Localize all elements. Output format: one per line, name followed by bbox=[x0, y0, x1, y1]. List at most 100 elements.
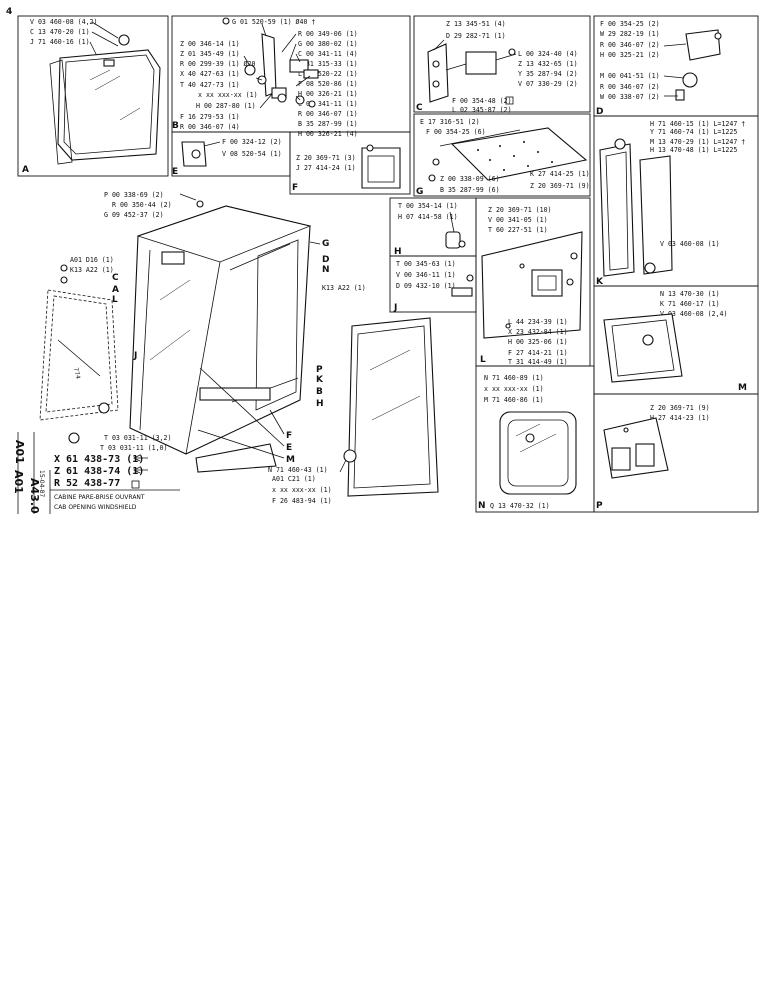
part-label: C 00 341-11 (1) bbox=[298, 100, 358, 108]
cabin-assembly: P 00 338-69 (2) R 00 350-44 (2) G 09 452… bbox=[39, 191, 439, 505]
panel-f-frame bbox=[289, 131, 411, 195]
group-letter: B bbox=[172, 121, 179, 131]
part-label: J 71 460-16 (1) bbox=[30, 38, 90, 46]
panel-c-frame bbox=[413, 15, 591, 113]
pocket-tray-icon bbox=[361, 147, 401, 189]
part-label: V 00 341-05 (1) bbox=[488, 216, 548, 224]
group-letter: P bbox=[596, 501, 603, 511]
group-letter: L bbox=[480, 355, 486, 365]
group-letter: A bbox=[22, 165, 29, 175]
group-letter: M bbox=[738, 383, 747, 393]
part-label: L 02 345-87 (2) bbox=[452, 106, 512, 114]
title-date: 15-04-87 bbox=[38, 470, 45, 497]
panel-p-frame bbox=[593, 393, 759, 513]
part-label: D 29 282-71 (1) bbox=[446, 32, 506, 40]
part-label: M 13 470-29 (1) L=1247 † bbox=[650, 138, 745, 146]
cabin-callout: D bbox=[322, 255, 329, 265]
part-label: R 00 346-07 (1) bbox=[298, 110, 358, 118]
side-window-seal-icon bbox=[639, 155, 673, 275]
latch-icon bbox=[103, 59, 115, 67]
part-label: L 08 520-22 (1) bbox=[298, 70, 358, 78]
cabin-part-label: x xx xxx-xx (1) bbox=[272, 486, 332, 494]
part-label: F 00 354-25 (2) bbox=[600, 20, 660, 28]
cabin-callout: N bbox=[322, 265, 330, 275]
side-window-icon bbox=[599, 143, 635, 277]
part-label: V 07 330-29 (2) bbox=[518, 80, 578, 88]
title-block: A01 A01 A43.0 15-04-87 X 61 438-73 (1) Z… bbox=[12, 432, 180, 514]
part-label: V 03 460-08 (1) bbox=[660, 240, 720, 248]
group-letter: C bbox=[416, 103, 423, 113]
group-letter: K bbox=[596, 277, 604, 287]
panel-p: Z 20 369-71 (9) H 27 414-23 (1) P bbox=[593, 393, 759, 513]
part-label: Z 13 345-51 (4) bbox=[446, 20, 506, 28]
part-label: K 71 460-17 (1) bbox=[660, 300, 720, 308]
part-label: Z 20 369-71 (9) bbox=[530, 182, 590, 190]
part-label: C 13 470-20 (1) bbox=[30, 28, 90, 36]
cabin-part-label: T 03 031-11 (3,2) bbox=[104, 434, 172, 442]
part-label: Z 00 338-09 (6) bbox=[440, 175, 500, 183]
panel-g: E 17 316-51 (2) F 00 354-25 (6) K 27 414… bbox=[413, 113, 591, 197]
part-label: R 00 346-07 (4) bbox=[180, 123, 240, 131]
part-label: H 13 470-48 (1) L=1225 bbox=[650, 146, 737, 154]
panel-j: T 00 345-63 (1) V 00 346-11 (1) D 09 432… bbox=[389, 255, 477, 313]
title-french: CABINE PARE-BRISE OUVRANT bbox=[54, 494, 145, 501]
part-label: F 16 279-53 (1) bbox=[180, 113, 240, 121]
title-code-a2: A01 bbox=[13, 440, 26, 464]
part-label: F 00 324-12 (2) bbox=[222, 138, 282, 146]
panel-l: Z 20 369-71 (10) V 00 341-05 (1) T 60 22… bbox=[475, 197, 591, 367]
dimension-label: 774 bbox=[72, 367, 81, 380]
panel-c: Z 13 345-51 (4) D 29 282-71 (1) L 00 324… bbox=[413, 15, 591, 114]
cabin-part-label: A01 C21 (1) bbox=[272, 475, 316, 483]
part-label: H 27 414-23 (1) bbox=[650, 414, 710, 422]
part-label: E 17 316-51 (2) bbox=[420, 118, 480, 126]
part-label: Z 20 369-71 (10) bbox=[488, 206, 552, 214]
part-label: H 00 287-80 (1) bbox=[196, 102, 256, 110]
group-letter: F bbox=[292, 183, 298, 193]
title-code-a: A01 bbox=[12, 470, 25, 494]
part-label: T 60 227-51 (1) bbox=[488, 226, 548, 234]
hinge-bracket-icon bbox=[465, 51, 497, 75]
rear-window-icon bbox=[603, 313, 683, 383]
part-label: R 00 346-07 (2) bbox=[600, 83, 660, 91]
bushing-icon bbox=[445, 231, 461, 249]
kit-number: R 52 438-77 bbox=[54, 478, 120, 489]
part-label: N 71 460-89 (1) bbox=[484, 374, 544, 382]
part-label: D 09 432-10 (1) bbox=[396, 282, 456, 290]
part-label: Z 13 432-65 (1) bbox=[518, 60, 578, 68]
part-label: x xx xxx-xx (1) bbox=[198, 91, 258, 99]
part-label: W 29 282-19 (1) bbox=[600, 30, 660, 38]
part-label: M 71 460-86 (1) bbox=[484, 396, 544, 404]
group-letter: E bbox=[172, 167, 178, 177]
part-label: T 31 414-49 (1) bbox=[508, 358, 568, 366]
panel-k: H 71 460-15 (1) L=1247 † Y 71 460-74 (1)… bbox=[593, 115, 759, 287]
hinge-bracket-icon bbox=[685, 29, 721, 61]
part-label: L 00 324-40 (4) bbox=[518, 50, 578, 58]
part-label: x xx xxx-xx (1) bbox=[484, 385, 544, 393]
part-label: T 00 354-14 (1) bbox=[398, 202, 458, 210]
handle-lever-icon bbox=[261, 33, 277, 97]
bolt-icon bbox=[451, 287, 473, 297]
cabin-callout: G bbox=[322, 239, 329, 249]
panel-a: V 03 460-08 (4,2) C 13 470-20 (1) J 71 4… bbox=[17, 15, 169, 177]
part-label: K 27 414-25 (1) bbox=[530, 170, 590, 178]
cabin-part-label: K13 A22 (1) bbox=[322, 284, 366, 292]
part-label: G 00 380-02 (1) bbox=[298, 40, 358, 48]
part-label: Y 35 287-94 (2) bbox=[518, 70, 578, 78]
part-label: V 03 460-08 (4,2) bbox=[30, 18, 98, 26]
roof-handle-icon bbox=[161, 251, 185, 265]
hinge-plate-icon bbox=[427, 43, 449, 103]
pivot-knob-icon bbox=[682, 72, 698, 88]
door-glass-icon bbox=[347, 317, 439, 497]
cabin-callout: C bbox=[112, 273, 119, 283]
cabin-callout: J bbox=[133, 351, 137, 361]
cabin-part-label: T 03 031-11 (1,0) bbox=[100, 444, 168, 452]
cabin-part-label: G 09 452-37 (2) bbox=[104, 211, 164, 219]
floor-rail-icon bbox=[199, 387, 271, 401]
cabin-callout: P bbox=[316, 365, 323, 375]
part-label: Z 00 346-14 (1) bbox=[180, 40, 240, 48]
cabin-callout: H bbox=[316, 399, 324, 409]
roof-hatch-icon bbox=[499, 411, 577, 495]
handle-recess-icon bbox=[531, 269, 563, 297]
window-glass-icon bbox=[57, 49, 161, 161]
